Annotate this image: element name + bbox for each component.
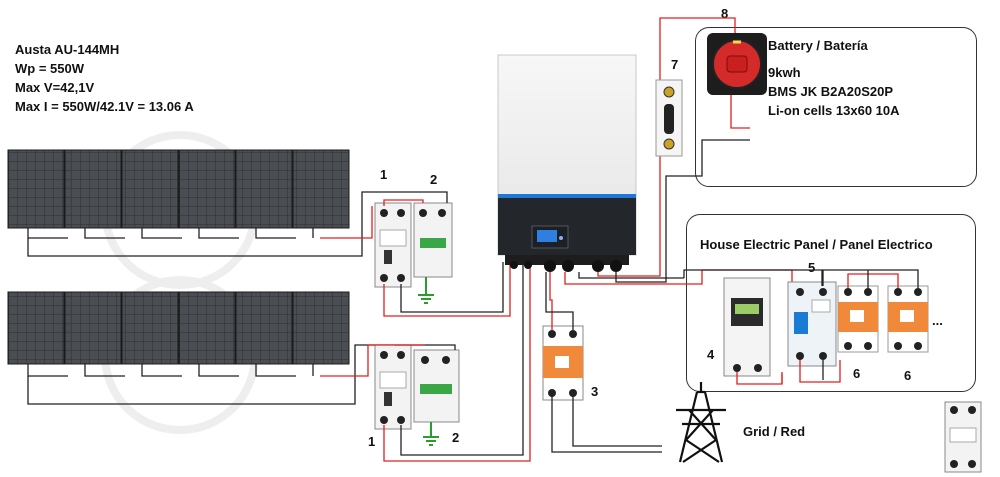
solar-panel — [121, 291, 179, 365]
grid-label: Grid / Red — [743, 424, 806, 439]
battery-box — [695, 27, 977, 187]
house-panel-title: House Electric Panel / Panel Electrico — [700, 237, 933, 252]
label-main-rcd: 5 — [808, 260, 816, 275]
label-branch-b: 6 — [904, 368, 912, 383]
solar-panel — [7, 291, 65, 365]
solar-array-bottom — [7, 291, 395, 405]
solar-panel — [292, 149, 350, 229]
house-panel-box — [686, 214, 976, 392]
panel-specs: Austa AU-144MH Wp = 550W Max V=42,1V Max… — [15, 40, 194, 116]
battery-capacity: 9kwh — [768, 65, 801, 80]
solar-array-top — [7, 149, 395, 257]
solar-panel — [64, 149, 122, 229]
solar-panel — [235, 149, 293, 229]
battery-details: 9kwh BMS JK B2A20S20P Li-on cells 13x60 … — [768, 63, 900, 120]
spare-breaker — [944, 401, 982, 473]
battery-title: Battery / Batería — [768, 38, 868, 53]
main-rcd — [787, 281, 837, 367]
ground-symbol — [423, 422, 439, 446]
battery-cells: Li-on cells 13x60 10A — [768, 103, 900, 118]
label-fuse-holder: 7 — [671, 57, 679, 72]
panel-max-i: Max I = 550W/42.1V = 13.06 A — [15, 99, 194, 114]
panel-max-v: Max V=42,1V — [15, 80, 95, 95]
ground-symbol — [418, 277, 434, 304]
label-breaker-bottom: 1 — [368, 434, 376, 449]
branch-ellipsis: ... — [932, 313, 943, 328]
label-breaker-top: 1 — [380, 167, 388, 182]
label-battery-switch: 8 — [721, 6, 729, 21]
label-grid-breaker: 3 — [591, 384, 599, 399]
solar-panel — [292, 291, 350, 365]
solar-panel — [178, 149, 236, 229]
label-spd-top: 2 — [430, 172, 438, 187]
branch-breaker — [887, 285, 929, 353]
label-spd-bottom: 2 — [452, 430, 460, 445]
battery-fuse-holder — [655, 79, 683, 157]
battery-bms: BMS JK B2A20S20P — [768, 84, 893, 99]
grid-breaker — [542, 325, 584, 401]
panel-wp: Wp = 550W — [15, 61, 84, 76]
solar-panel — [121, 149, 179, 229]
grid-tower-icon — [676, 382, 726, 463]
label-meter: 4 — [707, 347, 715, 362]
pv-breaker-top — [374, 202, 412, 288]
energy-meter — [723, 277, 771, 377]
branch-breaker — [837, 285, 879, 353]
panel-model: Austa AU-144MH — [15, 42, 120, 57]
pv-breaker-bottom — [374, 344, 412, 430]
pv-spd-top — [413, 202, 453, 278]
pv-spd-bottom — [413, 349, 460, 423]
solar-panel — [178, 291, 236, 365]
solar-panel — [64, 291, 122, 365]
solar-panel — [7, 149, 65, 229]
battery-switch — [707, 33, 767, 95]
solar-panel — [235, 291, 293, 365]
hybrid-inverter — [497, 54, 637, 272]
label-branch-a: 6 — [853, 366, 861, 381]
